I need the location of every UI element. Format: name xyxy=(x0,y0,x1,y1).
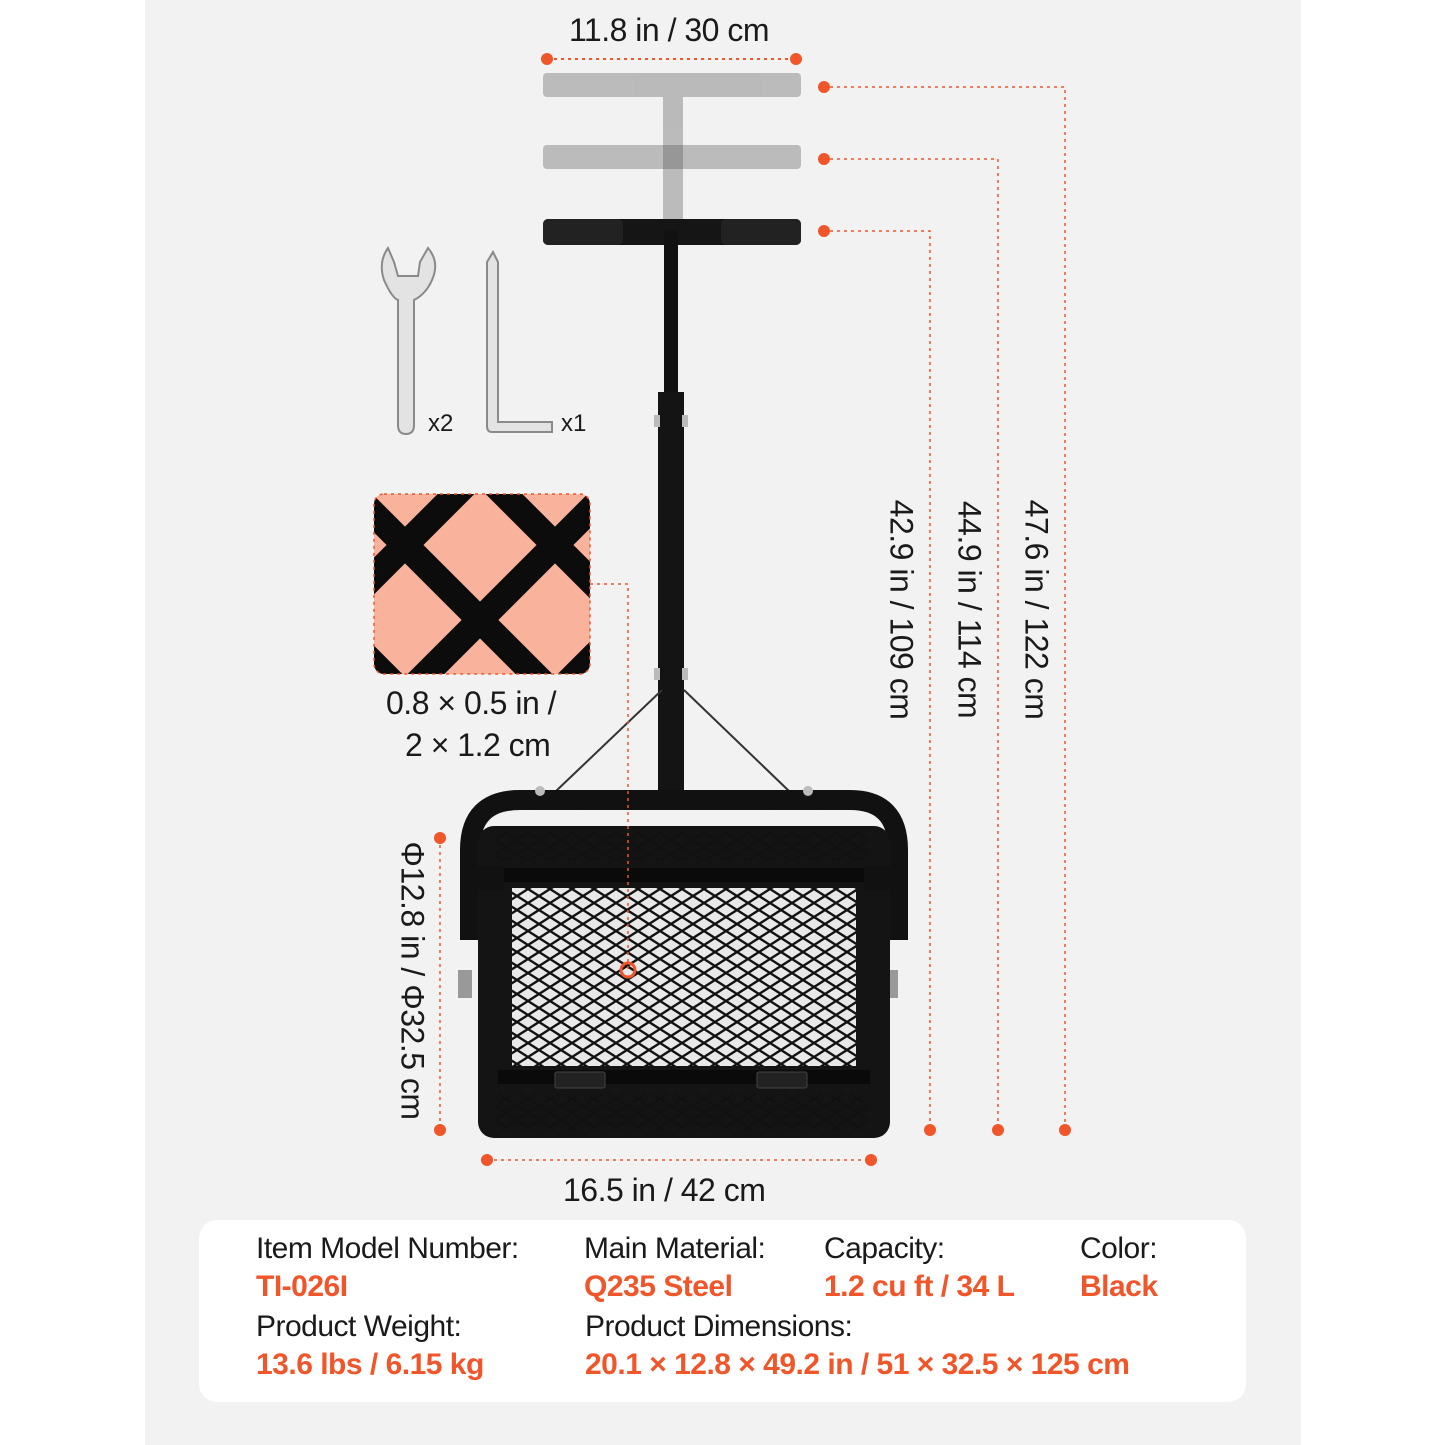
wrench-icon xyxy=(380,245,437,436)
weight-label: Product Weight: xyxy=(256,1310,462,1343)
height-high-label: 47.6 in / 122 cm xyxy=(1018,499,1055,720)
mesh-size-label-line2: 2 × 1.2 cm xyxy=(405,727,551,763)
height-mid-dimension xyxy=(818,153,1004,1136)
color-value: Black xyxy=(1080,1270,1158,1303)
model-value: TI-026I xyxy=(256,1270,348,1303)
material-label: Main Material: xyxy=(584,1232,766,1265)
height-mid-label: 44.9 in / 114 cm xyxy=(951,500,988,719)
spec-card: Item Model Number: TI-026I Main Material… xyxy=(199,1220,1246,1402)
capacity-label: Capacity: xyxy=(824,1232,945,1265)
wrench-quantity: x2 xyxy=(428,410,454,437)
height-low-dimension xyxy=(818,225,936,1136)
model-label: Item Model Number: xyxy=(256,1232,519,1265)
weight-value: 13.6 lbs / 6.15 kg xyxy=(256,1348,484,1381)
handle-width-dimension xyxy=(541,53,802,65)
dimensions-value: 20.1 × 12.8 × 49.2 in / 51 × 32.5 × 125 … xyxy=(585,1348,1130,1381)
drum-width-dimension xyxy=(481,1154,877,1166)
handle-mid-position xyxy=(543,145,801,169)
handle-low-position xyxy=(543,219,801,802)
height-low-label: 42.9 in / 109 cm xyxy=(883,499,920,720)
capacity-value: 1.2 cu ft / 34 L xyxy=(824,1270,1015,1303)
dimensions-label: Product Dimensions: xyxy=(585,1310,853,1343)
material-value: Q235 Steel xyxy=(584,1270,733,1303)
mesh-size-label-line1: 0.8 × 0.5 in / xyxy=(386,685,557,721)
mesh-drum xyxy=(478,826,890,1138)
handle-width-label: 11.8 in / 30 cm xyxy=(569,12,770,48)
drum-width-label: 16.5 in / 42 cm xyxy=(563,1172,766,1208)
hex-key-icon xyxy=(486,249,553,433)
mesh-detail-zoom xyxy=(373,493,637,979)
drum-diameter-label: Φ12.8 in / Φ32.5 cm xyxy=(394,841,431,1120)
roller-frame xyxy=(458,786,908,998)
color-label: Color: xyxy=(1080,1232,1158,1265)
height-high-dimension xyxy=(818,81,1071,1136)
handle-high-position xyxy=(543,73,801,235)
hex-key-quantity: x1 xyxy=(561,410,587,437)
drum-diameter-dimension xyxy=(434,832,446,1136)
support-wires xyxy=(554,689,791,793)
